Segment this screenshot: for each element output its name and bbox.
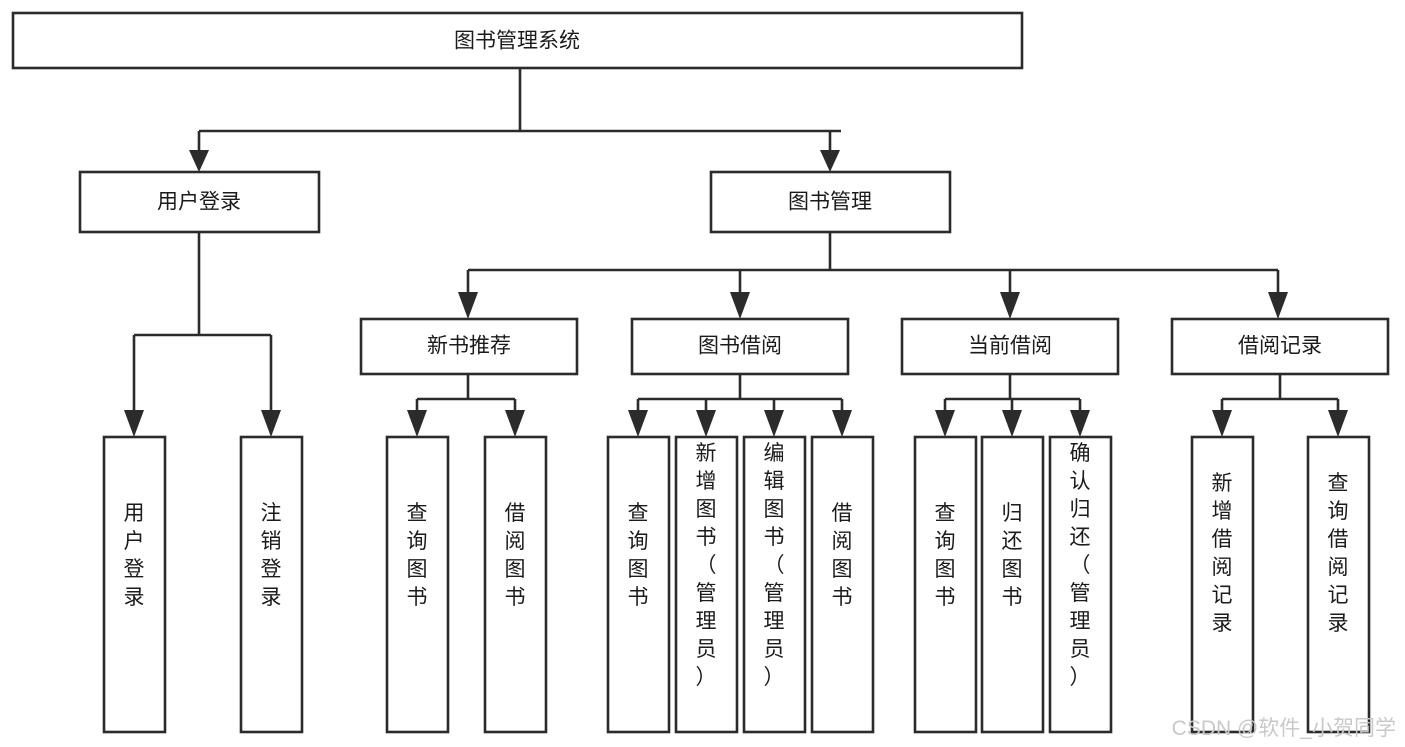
node-leaf-borrow-book-2-box[interactable]: [810, 435, 875, 734]
watermark-label: CSDN @软件_小贺同学: [1172, 717, 1396, 740]
arrow-to-leaf-query-book-1: [407, 410, 427, 437]
node-leaf-borrow-book-1-label: 借阅图书: [505, 502, 526, 609]
node-leaf-logout-login-label: 注销登录: [261, 502, 282, 609]
arrow-to-book-management: [820, 150, 840, 172]
node-book-management-box[interactable]: [709, 170, 952, 234]
arrow-to-leaf-edit-book: [764, 410, 784, 437]
node-leaf-query-book-2-box[interactable]: [606, 435, 671, 734]
node-leaf-add-record-label: 新增借阅记录: [1212, 472, 1233, 635]
node-leaf-add-book-label: 新增图书（管理员）: [696, 442, 717, 689]
node-leaf-add-book[interactable]: 新增图书（管理员）: [674, 435, 739, 734]
arrow-to-user-login: [189, 150, 209, 172]
node-leaf-logout-login-box[interactable]: [239, 435, 304, 734]
node-leaf-user-login-box[interactable]: [102, 435, 167, 734]
node-leaf-confirm-return-box[interactable]: [1048, 435, 1113, 734]
arrow-to-leaf-query-book-3: [935, 410, 955, 437]
node-leaf-edit-book-box[interactable]: [742, 435, 807, 734]
arrow-to-leaf-logout-login: [261, 410, 281, 437]
node-user-login-label: 用户登录: [157, 191, 241, 214]
node-leaf-add-record-box[interactable]: [1190, 435, 1255, 734]
node-leaf-query-record-label: 查询借阅记录: [1328, 472, 1349, 635]
node-book-borrow[interactable]: 图书借阅: [630, 317, 850, 376]
node-leaf-query-book-1-box[interactable]: [385, 435, 450, 734]
node-book-borrow-label: 图书借阅: [698, 335, 782, 358]
node-user-login[interactable]: 用户登录: [78, 170, 321, 234]
arrow-to-leaf-user-login: [124, 410, 144, 437]
node-leaf-query-book-1-label: 查询图书: [407, 502, 428, 609]
arrow-to-leaf-borrow-book-1: [505, 410, 525, 437]
node-user-login-box[interactable]: [78, 170, 321, 234]
node-current-borrow-box[interactable]: [900, 317, 1120, 376]
arrow-to-new-book-recommend: [458, 292, 478, 319]
node-book-management-label: 图书管理: [788, 191, 872, 214]
arrow-to-current-borrow: [1000, 292, 1020, 319]
node-leaf-borrow-book-1[interactable]: 借阅图书: [483, 435, 548, 734]
arrow-to-leaf-borrow-book-2: [832, 410, 852, 437]
node-root-label: 图书管理系统: [454, 30, 580, 53]
node-leaf-add-book-box[interactable]: [674, 435, 739, 734]
node-new-book-recommend-label: 新书推荐: [427, 335, 511, 358]
arrow-to-leaf-add-record: [1212, 410, 1232, 437]
node-new-book-recommend[interactable]: 新书推荐: [359, 317, 579, 376]
node-current-borrow-label: 当前借阅: [968, 335, 1052, 358]
node-borrow-record-box[interactable]: [1170, 317, 1390, 376]
node-leaf-query-book-2-label: 查询图书: [628, 502, 649, 609]
node-leaf-query-book-3-box[interactable]: [913, 435, 978, 734]
node-leaf-user-login-label: 用户登录: [124, 502, 145, 609]
node-leaf-query-book-3[interactable]: 查询图书: [913, 435, 978, 734]
node-leaf-return-book-box[interactable]: [980, 435, 1045, 734]
node-leaf-borrow-book-2-label: 借阅图书: [832, 502, 853, 609]
node-leaf-user-login[interactable]: 用户登录: [102, 435, 167, 734]
node-leaf-query-record-box[interactable]: [1306, 435, 1371, 734]
node-borrow-record-label: 借阅记录: [1238, 335, 1322, 358]
node-leaf-add-record[interactable]: 新增借阅记录: [1190, 435, 1255, 734]
node-root[interactable]: 图书管理系统: [11, 11, 1024, 70]
node-leaf-return-book[interactable]: 归还图书: [980, 435, 1045, 734]
arrow-to-borrow-record: [1268, 292, 1288, 319]
arrow-to-leaf-add-book: [696, 410, 716, 437]
node-leaf-query-record[interactable]: 查询借阅记录: [1306, 435, 1371, 734]
node-leaf-confirm-return[interactable]: 确认归还（管理员）: [1048, 435, 1113, 734]
node-book-borrow-box[interactable]: [630, 317, 850, 376]
node-leaf-query-book-3-label: 查询图书: [935, 502, 956, 609]
node-borrow-record[interactable]: 借阅记录: [1170, 317, 1390, 376]
arrow-to-book-borrow: [730, 292, 750, 319]
node-leaf-edit-book[interactable]: 编辑图书（管理员）: [742, 435, 807, 734]
node-book-management[interactable]: 图书管理: [709, 170, 952, 234]
node-new-book-recommend-box[interactable]: [359, 317, 579, 376]
node-leaf-query-book-2[interactable]: 查询图书: [606, 435, 671, 734]
node-leaf-edit-book-label: 编辑图书（管理员）: [764, 442, 785, 689]
connector-layer: [124, 68, 1348, 437]
node-leaf-logout-login[interactable]: 注销登录: [239, 435, 304, 734]
arrow-to-leaf-query-record: [1328, 410, 1348, 437]
arrow-to-leaf-return-book: [1002, 410, 1022, 437]
arrow-to-leaf-query-book-2: [628, 410, 648, 437]
node-root-box[interactable]: [11, 11, 1024, 70]
node-leaf-confirm-return-label: 确认归还（管理员）: [1070, 442, 1091, 689]
node-current-borrow[interactable]: 当前借阅: [900, 317, 1120, 376]
node-leaf-borrow-book-2[interactable]: 借阅图书: [810, 435, 875, 734]
node-leaf-borrow-book-1-box[interactable]: [483, 435, 548, 734]
node-leaf-return-book-label: 归还图书: [1002, 502, 1023, 609]
arrow-to-leaf-confirm-return: [1070, 410, 1090, 437]
node-leaf-query-book-1[interactable]: 查询图书: [385, 435, 450, 734]
